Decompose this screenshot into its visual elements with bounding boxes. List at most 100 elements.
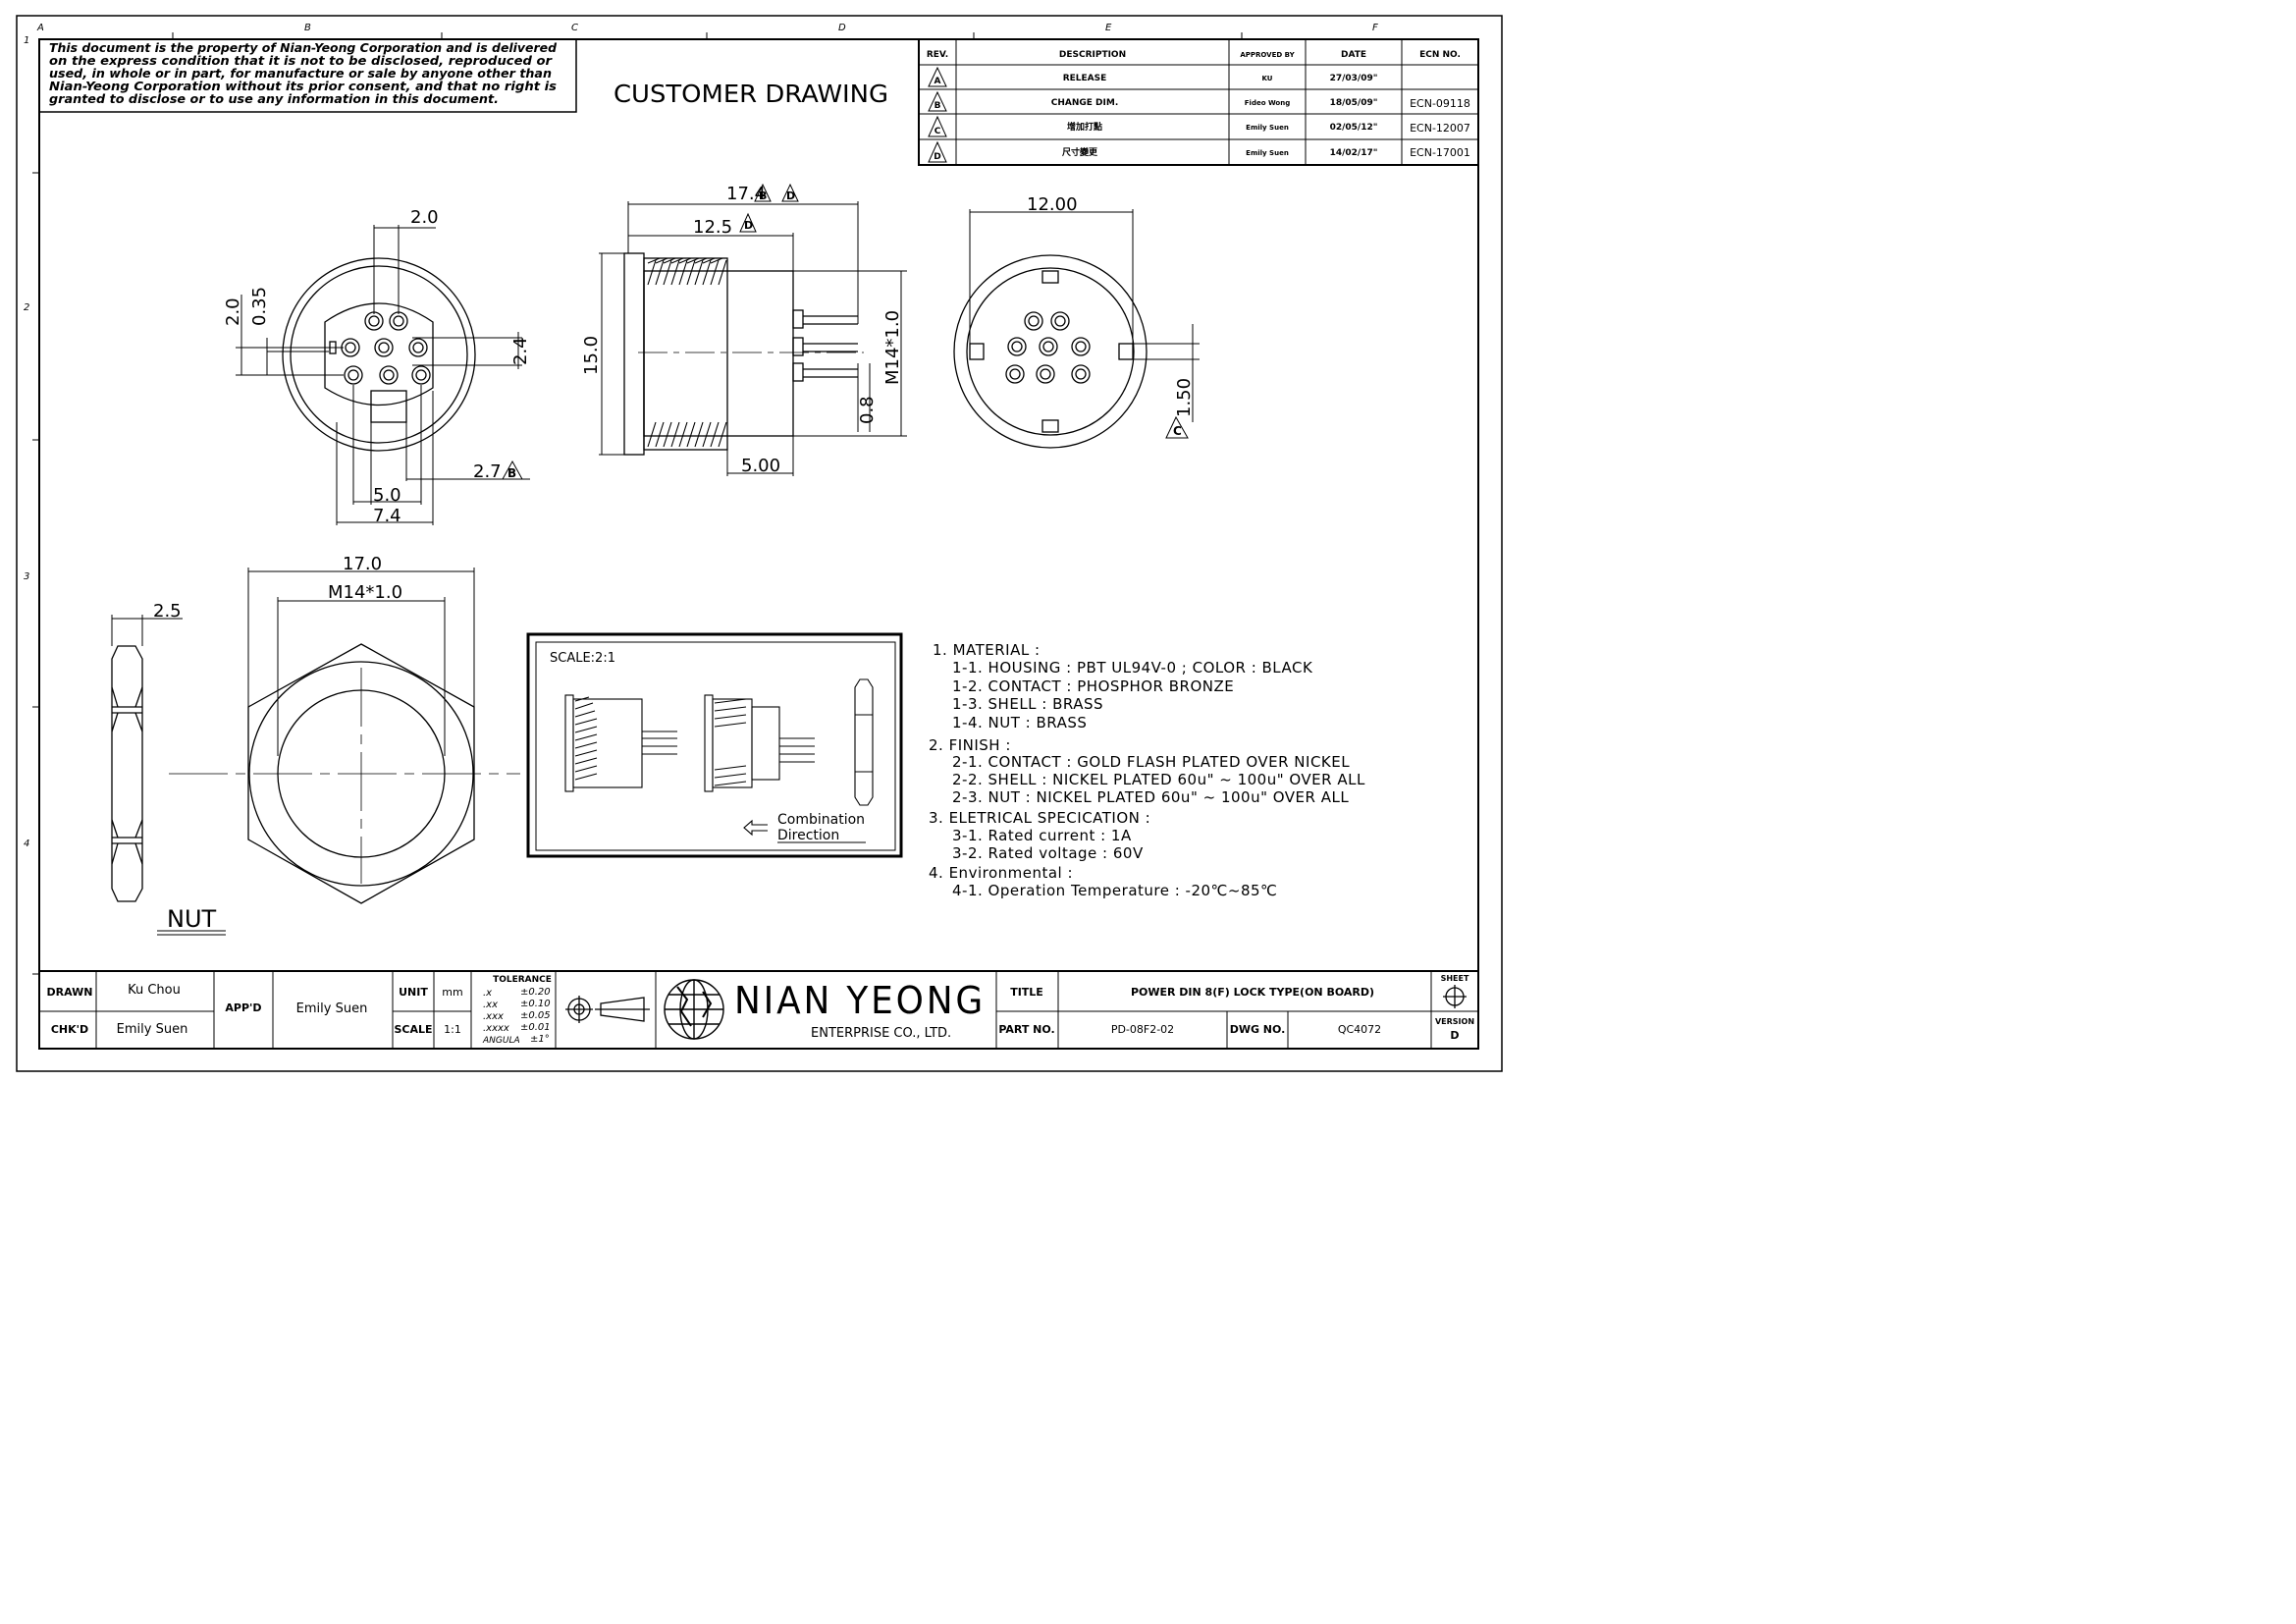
- rear-view-dim-text: 12.00 1.50 C: [1027, 194, 1195, 438]
- rev-b-letter: B: [934, 101, 941, 111]
- revision-table: [918, 38, 1479, 166]
- note-2: 2. FINISH :: [929, 736, 1011, 754]
- front-dim-row-pitch: 2.0: [223, 298, 243, 326]
- side-dim-body: 12.5: [693, 217, 732, 238]
- zone-col-e: E: [1105, 23, 1112, 33]
- front-dim-pin-span: 5.0: [373, 485, 401, 506]
- unit-label: UNIT: [399, 986, 428, 999]
- version-label: VERSION: [1435, 1017, 1474, 1026]
- sheet-label: SHEET: [1441, 974, 1469, 983]
- nut-dim-thread: M14*1.0: [328, 582, 402, 603]
- front-dim-rev-marker: B: [507, 466, 516, 480]
- title-block-text: DRAWN Ku Chou CHK'D Emily Suen APP'D Emi…: [47, 975, 552, 1037]
- inner-border: [38, 38, 1479, 1050]
- note-2-1: 2-1. CONTACT : GOLD FLASH PLATED OVER NI…: [952, 753, 1350, 771]
- note-4: 4. Environmental :: [929, 864, 1073, 882]
- front-dim-pin-pitch: 2.0: [410, 207, 439, 228]
- dwgno-value: QC4072: [1338, 1023, 1381, 1036]
- company-subtitle: ENTERPRISE CO., LTD.: [811, 1026, 951, 1041]
- partno-label: PART NO.: [998, 1023, 1054, 1036]
- zone-ticks: [32, 32, 1243, 975]
- rev-b-ecn: ECN-09118: [1410, 97, 1470, 110]
- scale-label: SCALE: [394, 1023, 432, 1036]
- rev-c-letter: C: [934, 127, 941, 136]
- zone-col-a: A: [36, 23, 44, 33]
- rear-view: [953, 254, 1148, 449]
- zone-row-3: 3: [24, 571, 29, 582]
- note-2-3: 2-3. NUT : NICKEL PLATED 60u" ~ 100u" OV…: [952, 788, 1349, 806]
- rev-a-letter: A: [934, 77, 941, 86]
- side-dim-thread: M14*1.0: [882, 310, 903, 385]
- assembly-box: [526, 632, 903, 858]
- company-name: NIAN YEONG: [734, 979, 986, 1022]
- tol-v-3: ±0.05: [520, 1010, 551, 1021]
- drawing-sheet: A B C D E F 1 2 3 4 This document is the…: [16, 15, 1503, 1072]
- rear-dim-rev: C: [1173, 424, 1182, 438]
- front-dim-key: 2.4: [510, 337, 531, 365]
- nut-face-dim-text: 17.0 M14*1.0 NUT: [167, 554, 402, 933]
- scale-value: 1:1: [444, 1023, 461, 1036]
- side-dim-tail: 5.00: [741, 456, 780, 476]
- rev-d-approved: Emily Suen: [1246, 149, 1289, 157]
- drawn-label: DRAWN: [47, 986, 93, 999]
- partno-value: PD-08F2-02: [1111, 1023, 1174, 1036]
- version-value: D: [1450, 1029, 1459, 1042]
- nut-side-view: [111, 645, 143, 902]
- nut-side-dims: [111, 615, 183, 646]
- rev-a-approved: KU: [1262, 75, 1273, 82]
- tol-v-5: ±1°: [530, 1034, 550, 1045]
- title-value: POWER DIN 8(F) LOCK TYPE(ON BOARD): [1131, 986, 1374, 999]
- nut-face-dims: [157, 568, 475, 936]
- assembly-text: SCALE:2:1 Combination Direction: [550, 651, 865, 843]
- rev-header-description: DESCRIPTION: [1059, 50, 1126, 60]
- side-dim-overall: 17.4: [726, 184, 766, 204]
- side-dim-body-rev: D: [744, 219, 753, 232]
- front-view-dims: [236, 225, 530, 525]
- revision-table-text: REV. DESCRIPTION APPROVED BY DATE ECN NO…: [927, 50, 1470, 162]
- rev-a-description: RELEASE: [1063, 74, 1107, 83]
- note-4-1: 4-1. Operation Temperature : -20℃~85℃: [952, 882, 1277, 899]
- tol-k-2: .xx: [483, 1000, 498, 1010]
- rear-dim-key: 1.50: [1174, 378, 1195, 417]
- notice-line-1: This document is the property of Nian-Ye…: [49, 40, 558, 55]
- spec-notes: 1. MATERIAL : 1-1. HOUSING : PBT UL94V-0…: [929, 641, 1364, 899]
- zone-col-c: C: [571, 23, 578, 33]
- zone-labels: A B C D E F 1 2 3 4: [24, 23, 1378, 849]
- rev-b-approved: Fideo Wong: [1245, 99, 1290, 107]
- nut-dim-across-corners: 17.0: [343, 554, 382, 574]
- tol-v-2: ±0.10: [520, 999, 551, 1009]
- zone-row-1: 1: [24, 35, 29, 46]
- drawn-value: Ku Chou: [128, 983, 181, 998]
- sheet-symbol: [1443, 985, 1467, 1008]
- rear-view-dims: [969, 209, 1200, 439]
- zone-col-f: F: [1372, 23, 1378, 33]
- notice-line-3: used, in whole or in part, for manufactu…: [49, 66, 552, 81]
- assembly-parts: [564, 678, 874, 843]
- rev-d-letter: D: [934, 152, 940, 162]
- notice-line-5: granted to disclose or to use any inform…: [49, 91, 499, 106]
- side-view-dim-text: 17.4 B D 12.5 D 15.0 M14*1.0 0.8 5.00: [581, 184, 903, 476]
- title-label: TITLE: [1010, 986, 1043, 999]
- tol-k-3: .xxx: [483, 1011, 504, 1022]
- note-3: 3. ELETRICAL SPECICATION :: [929, 809, 1150, 827]
- title-block-grid: [39, 970, 1478, 1049]
- rev-d-ecn: ECN-17001: [1410, 146, 1470, 159]
- appd-value: Emily Suen: [296, 1001, 368, 1016]
- side-dim-pin: 0.8: [857, 396, 878, 424]
- rev-d-date: 14/02/17": [1330, 148, 1378, 158]
- notice-line-2: on the express condition that it is not …: [49, 53, 553, 68]
- note-1-3: 1-3. SHELL : BRASS: [952, 695, 1103, 713]
- rev-header-rev: REV.: [927, 50, 948, 60]
- appd-label: APP'D: [225, 1001, 261, 1014]
- zone-row-2: 2: [24, 302, 29, 313]
- front-view: [282, 257, 476, 452]
- note-3-2: 3-2. Rated voltage : 60V: [952, 844, 1144, 862]
- front-dim-slot: 2.7: [473, 461, 502, 482]
- side-view-dims: [599, 183, 907, 476]
- tolerance-title: TOLERANCE: [493, 975, 552, 985]
- note-1-2: 1-2. CONTACT : PHOSPHOR BRONZE: [952, 677, 1234, 695]
- rev-a-date: 27/03/09": [1330, 74, 1378, 83]
- zone-row-4: 4: [24, 839, 29, 849]
- rev-header-ecn: ECN NO.: [1419, 50, 1461, 60]
- tolerance-values: .x ±0.20 .xx ±0.10 .xxx ±0.05 .xxxx ±0.0…: [482, 987, 551, 1046]
